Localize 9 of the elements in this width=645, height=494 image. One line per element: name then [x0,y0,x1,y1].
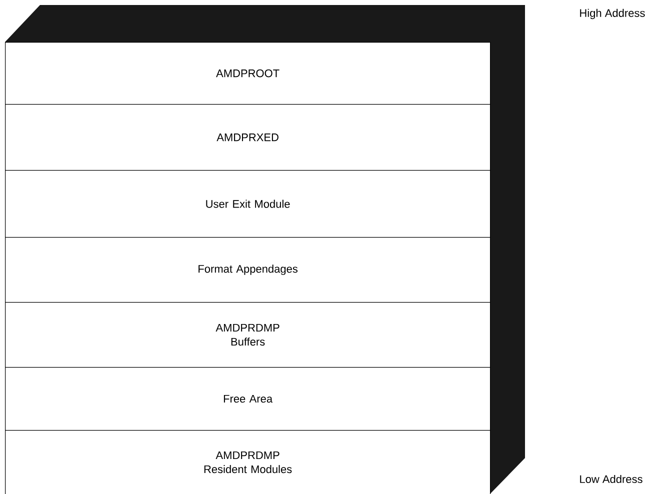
address-label: Low Address [580,474,642,484]
memory-area-box: AMDPROOT [5,42,491,105]
memory-area-box: Format Appendages [5,237,491,303]
memory-area-box: AMDPRDMP Buffers [5,302,491,368]
memory-area-box: AMDPRXED [5,104,491,171]
memory-area-box: Free Area [5,367,491,431]
memory-area-box: User Exit Module [5,170,491,238]
address-label: High Address [580,8,645,20]
memory-area-box: AMDPRDMP Resident Modules [5,430,491,494]
